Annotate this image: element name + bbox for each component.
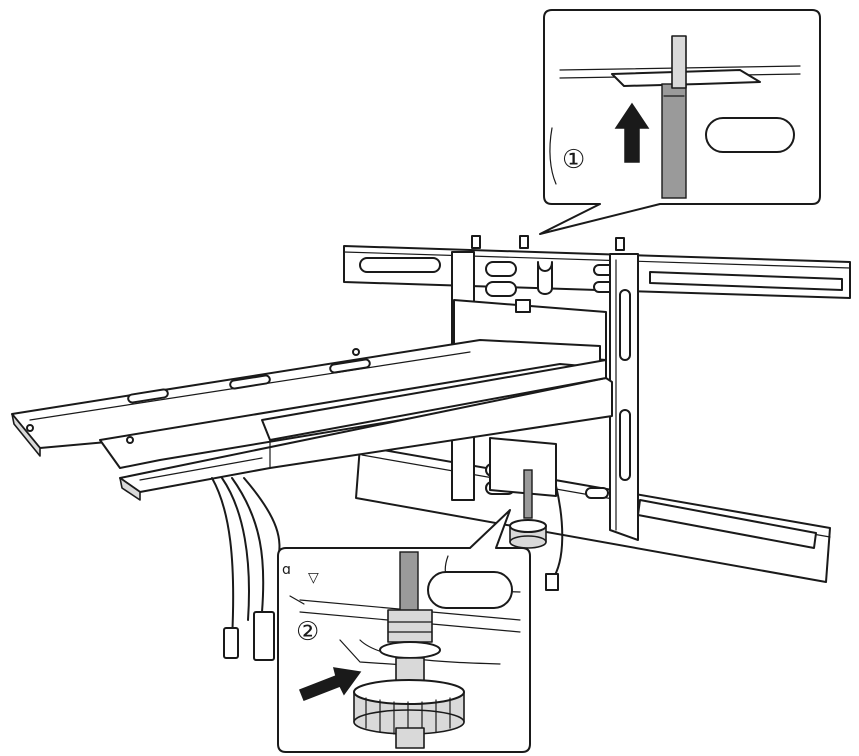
callout-1: ①: [539, 9, 821, 235]
arrow-up-icon: [614, 102, 650, 163]
left-mark: ɑ: [282, 562, 291, 578]
step-1-label: ①: [562, 145, 585, 175]
callout-2: ② ɑ ▽: [277, 509, 531, 753]
arrow-right-icon: [299, 667, 362, 701]
step-2-label: ②: [296, 617, 319, 647]
cable-connector: [253, 611, 275, 661]
extension-arms: [11, 339, 613, 501]
triangle-mark: ▽: [308, 570, 319, 586]
adjustment-knob: [509, 469, 547, 549]
cable-plug: [223, 627, 239, 659]
cables: [211, 477, 564, 661]
